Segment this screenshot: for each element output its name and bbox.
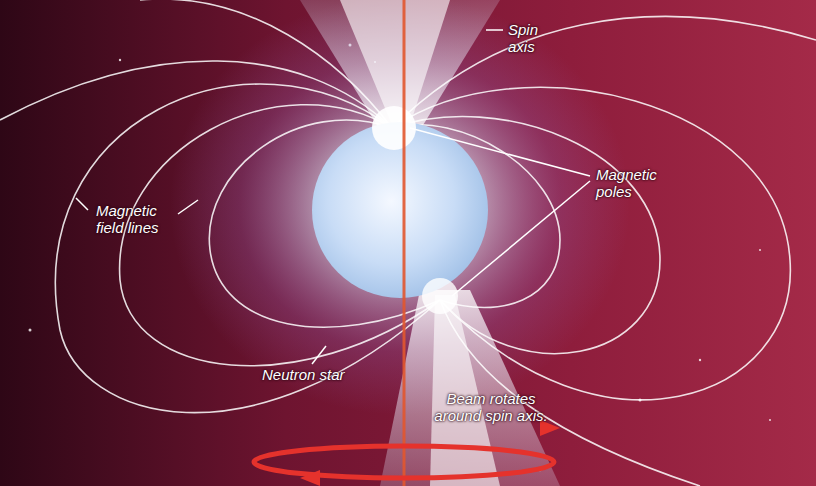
rotation-arrow xyxy=(254,420,560,486)
field-label: Magnetic field lines xyxy=(96,202,182,236)
magnetic-pole xyxy=(372,106,416,150)
axis-label: Spin axis xyxy=(508,21,548,55)
beam xyxy=(380,290,560,486)
spin-axis-line xyxy=(403,0,406,486)
beam-label: Beam rotates around spin axis. xyxy=(428,390,554,424)
pole-label: Magnetic poles xyxy=(596,166,674,200)
star-label: Neutron star xyxy=(262,366,382,383)
leader-lines xyxy=(76,30,590,364)
